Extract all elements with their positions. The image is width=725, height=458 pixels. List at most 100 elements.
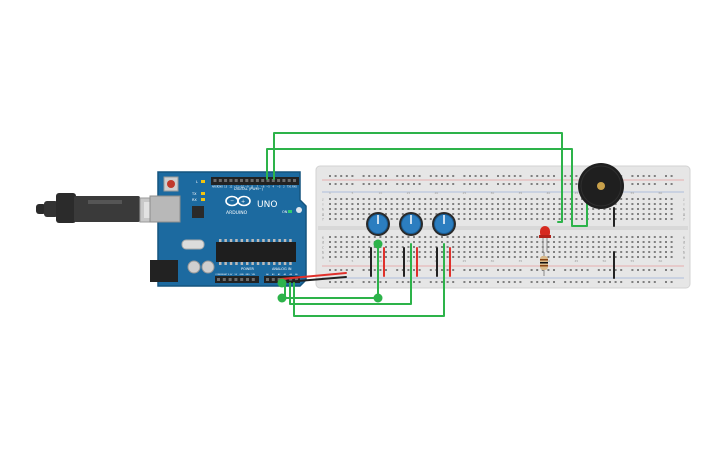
breadboard-hole[interactable] — [345, 213, 348, 215]
breadboard-hole[interactable] — [452, 213, 455, 215]
rail-hole[interactable] — [581, 281, 583, 283]
breadboard-hole[interactable] — [530, 251, 533, 253]
rail-hole[interactable] — [480, 269, 483, 271]
breadboard-hole[interactable] — [485, 236, 488, 238]
breadboard-hole[interactable] — [575, 218, 578, 220]
rail-hole[interactable] — [670, 269, 673, 271]
breadboard-hole[interactable] — [474, 218, 477, 220]
breadboard-hole[interactable] — [653, 246, 656, 248]
breadboard-hole[interactable] — [564, 218, 567, 220]
rail-hole[interactable] — [413, 175, 415, 177]
breadboard-hole[interactable] — [665, 218, 667, 220]
rail-hole[interactable] — [418, 183, 421, 185]
breadboard-hole[interactable] — [485, 198, 488, 200]
breadboard-hole[interactable] — [362, 208, 365, 210]
breadboard-hole[interactable] — [480, 241, 483, 243]
rail-hole[interactable] — [497, 281, 499, 283]
rail-hole[interactable] — [631, 269, 634, 271]
breadboard-hole[interactable] — [385, 256, 387, 258]
rail-hole[interactable] — [564, 281, 567, 283]
breadboard-hole[interactable] — [665, 256, 667, 258]
breadboard-hole[interactable] — [536, 213, 539, 215]
breadboard-hole[interactable] — [379, 251, 382, 253]
rail-hole[interactable] — [575, 175, 578, 177]
breadboard-hole[interactable] — [357, 203, 359, 205]
breadboard-hole[interactable] — [351, 203, 354, 205]
breadboard-hole[interactable] — [547, 208, 550, 210]
breadboard-hole[interactable] — [592, 236, 595, 238]
rail-hole[interactable] — [502, 269, 505, 271]
breadboard-hole[interactable] — [357, 198, 359, 200]
analog-pin[interactable] — [271, 278, 275, 281]
breadboard-hole[interactable] — [513, 203, 516, 205]
breadboard-hole[interactable] — [653, 208, 656, 210]
breadboard-hole[interactable] — [670, 198, 673, 200]
rail-hole[interactable] — [474, 269, 477, 271]
breadboard-hole[interactable] — [631, 208, 634, 210]
breadboard-hole[interactable] — [581, 203, 583, 205]
rail-hole[interactable] — [351, 183, 354, 185]
breadboard-hole[interactable] — [569, 256, 572, 258]
breadboard-hole[interactable] — [435, 246, 438, 248]
breadboard-hole[interactable] — [536, 203, 539, 205]
breadboard-hole[interactable] — [463, 241, 466, 243]
breadboard-hole[interactable] — [340, 213, 343, 215]
breadboard-hole[interactable] — [441, 256, 443, 258]
rail-hole[interactable] — [452, 269, 455, 271]
rail-hole[interactable] — [413, 183, 415, 185]
breadboard-hole[interactable] — [424, 256, 427, 258]
breadboard-hole[interactable] — [525, 203, 527, 205]
rail-hole[interactable] — [648, 183, 651, 185]
rail-hole[interactable] — [569, 175, 572, 177]
breadboard-hole[interactable] — [480, 246, 483, 248]
digital-pin[interactable] — [240, 179, 243, 182]
breadboard-hole[interactable] — [357, 241, 359, 243]
rail-hole[interactable] — [413, 281, 415, 283]
breadboard-hole[interactable] — [441, 236, 443, 238]
digital-pin[interactable] — [250, 179, 254, 182]
breadboard-hole[interactable] — [609, 208, 611, 210]
breadboard-hole[interactable] — [463, 218, 466, 220]
breadboard-hole[interactable] — [424, 213, 427, 215]
rail-hole[interactable] — [519, 281, 522, 283]
breadboard-hole[interactable] — [659, 218, 662, 220]
breadboard-hole[interactable] — [474, 208, 477, 210]
rail-hole[interactable] — [586, 269, 589, 271]
rail-hole[interactable] — [513, 269, 516, 271]
rail-hole[interactable] — [513, 175, 516, 177]
breadboard-hole[interactable] — [362, 251, 365, 253]
rail-hole[interactable] — [569, 269, 572, 271]
breadboard-hole[interactable] — [620, 241, 623, 243]
rail-hole[interactable] — [407, 281, 410, 283]
reset-button-cap[interactable] — [167, 180, 175, 188]
rail-hole[interactable] — [665, 175, 667, 177]
breadboard-hole[interactable] — [541, 198, 544, 200]
breadboard-hole[interactable] — [541, 218, 544, 220]
breadboard-hole[interactable] — [401, 203, 404, 205]
breadboard-hole[interactable] — [508, 208, 511, 210]
breadboard-hole[interactable] — [508, 236, 511, 238]
breadboard-hole[interactable] — [491, 198, 494, 200]
breadboard-hole[interactable] — [474, 203, 477, 205]
breadboard-hole[interactable] — [648, 256, 651, 258]
breadboard-hole[interactable] — [536, 208, 539, 210]
rail-hole[interactable] — [648, 269, 651, 271]
breadboard-hole[interactable] — [491, 218, 494, 220]
rail-hole[interactable] — [569, 183, 572, 185]
breadboard-hole[interactable] — [329, 203, 331, 205]
breadboard-hole[interactable] — [362, 218, 365, 220]
breadboard-hole[interactable] — [441, 203, 443, 205]
breadboard-hole[interactable] — [603, 236, 606, 238]
breadboard-hole[interactable] — [357, 251, 359, 253]
breadboard-hole[interactable] — [502, 208, 505, 210]
breadboard-hole[interactable] — [390, 218, 393, 220]
rail-hole[interactable] — [553, 175, 555, 177]
rail-hole[interactable] — [665, 183, 667, 185]
rail-hole[interactable] — [564, 175, 567, 177]
rail-hole[interactable] — [452, 175, 455, 177]
resistor[interactable] — [540, 252, 548, 276]
breadboard-hole[interactable] — [418, 251, 421, 253]
breadboard-hole[interactable] — [401, 241, 404, 243]
breadboard-hole[interactable] — [558, 241, 561, 243]
rail-hole[interactable] — [519, 175, 522, 177]
